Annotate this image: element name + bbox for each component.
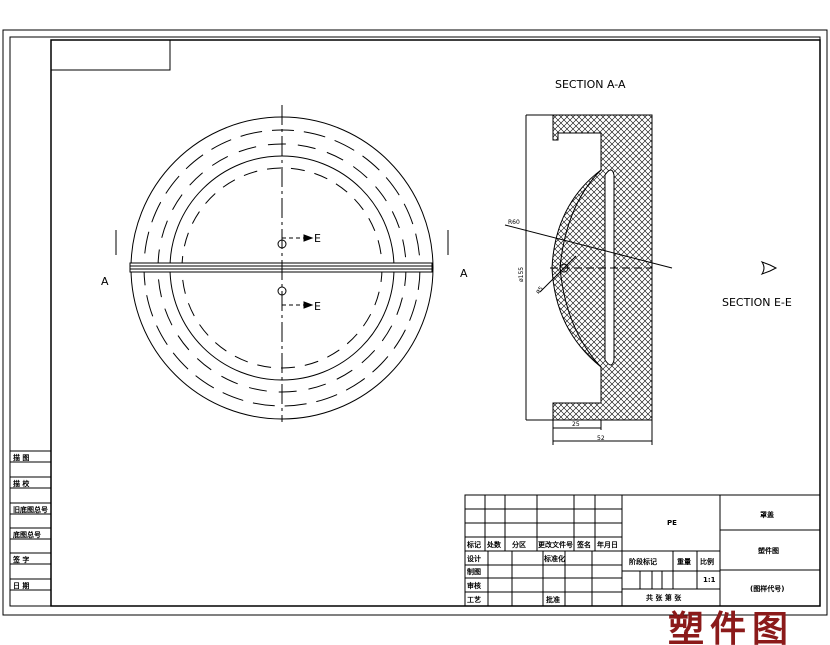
dim-radius: R60: [508, 219, 520, 226]
drawing-name: 塑件图: [758, 546, 779, 555]
role-approve: 批准: [546, 595, 560, 604]
top-left-box: [50, 39, 171, 71]
revision-header: 分区: [512, 540, 526, 549]
side-strip-label: 旧底图总号: [13, 505, 48, 514]
cut-label-a-right: A: [460, 267, 468, 280]
section-ee-view: [760, 260, 778, 276]
section-aa-title: SECTION A-A: [555, 78, 626, 91]
revision-header: 标记: [466, 540, 481, 549]
cut-label-a-left: A: [101, 275, 109, 288]
dim-hole: ø5: [534, 285, 544, 295]
revision-header: 年月日: [597, 540, 618, 549]
material: PE: [667, 519, 677, 527]
role-standardize: 标准化: [543, 554, 565, 563]
drawing-code: (图样代号): [750, 584, 784, 593]
revision-header: 签名: [576, 540, 591, 549]
side-strip-label: 底图总号: [13, 530, 41, 539]
side-strip-label: 描 校: [13, 479, 30, 488]
side-strip-label: 签 字: [12, 555, 29, 564]
scale-label: 比例: [700, 557, 714, 566]
role-draw: 制图: [467, 567, 481, 576]
role-process: 工艺: [467, 595, 481, 604]
dim-width-total: 52: [597, 435, 605, 442]
side-strip-label: 描 图: [13, 453, 29, 462]
dim-width-inner: 25: [572, 421, 580, 428]
role-review: 审核: [467, 581, 481, 590]
stamp-title: 塑件图: [668, 608, 794, 645]
stage-label: 阶段标记: [629, 557, 657, 566]
title-block: [464, 494, 821, 607]
role-design: 设计: [467, 554, 481, 563]
side-strip-label: 日 期: [13, 581, 29, 590]
front-view: [115, 105, 449, 422]
inner-border: [9, 36, 821, 607]
sheet-count: 共 张 第 张: [646, 593, 682, 602]
cut-label-e-bottom: E: [314, 300, 321, 313]
revision-header: 处数: [486, 540, 502, 549]
revision-header: 更改文件号: [538, 540, 573, 549]
drawing-frame: [50, 39, 821, 607]
weight-label: 重量: [677, 557, 691, 566]
dim-diameter: ø155: [518, 267, 525, 282]
section-ee-title: SECTION E-E: [722, 296, 792, 309]
part-name: 罩盖: [760, 510, 774, 519]
scale-value: 1:1: [703, 576, 716, 584]
outer-border: [2, 29, 828, 616]
cut-label-e-top: E: [314, 232, 321, 245]
section-aa-view: [504, 114, 673, 445]
